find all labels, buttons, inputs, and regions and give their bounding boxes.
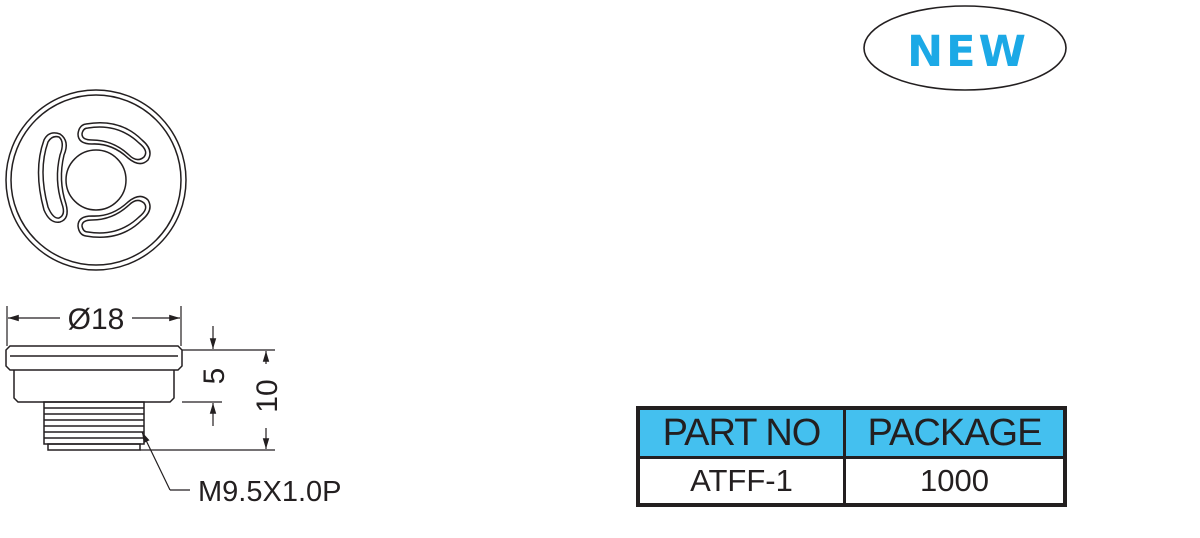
new-badge: NEW: [863, 5, 1067, 91]
top-view: [5, 89, 187, 271]
slot-top: [77, 122, 151, 165]
header-package: PACKAGE: [843, 406, 1067, 459]
cell-package: 1000: [843, 456, 1067, 507]
new-badge-text: NEW: [907, 27, 1029, 77]
cell-part-no: ATFF-1: [636, 456, 846, 507]
header-part-no: PART NO: [636, 406, 846, 459]
table-row: ATFF-1 1000: [636, 456, 1067, 507]
thread-label: M9.5X1.0P: [198, 476, 341, 508]
total-height-label: 10: [251, 379, 284, 412]
diameter-dimension: [6, 306, 182, 346]
spec-table: PART NO PACKAGE ATFF-1 1000: [636, 406, 1067, 507]
slot-left: [37, 132, 68, 223]
total-height-dimension: [140, 349, 275, 451]
thread-leader: [141, 431, 190, 491]
flange-height-dimension: [182, 326, 222, 426]
slot-bottom: [77, 195, 151, 238]
diameter-label: Ø18: [68, 303, 125, 336]
table-header-row: PART NO PACKAGE: [636, 406, 1067, 459]
side-view: [5, 345, 183, 451]
flange-height-label: 5: [198, 368, 231, 385]
